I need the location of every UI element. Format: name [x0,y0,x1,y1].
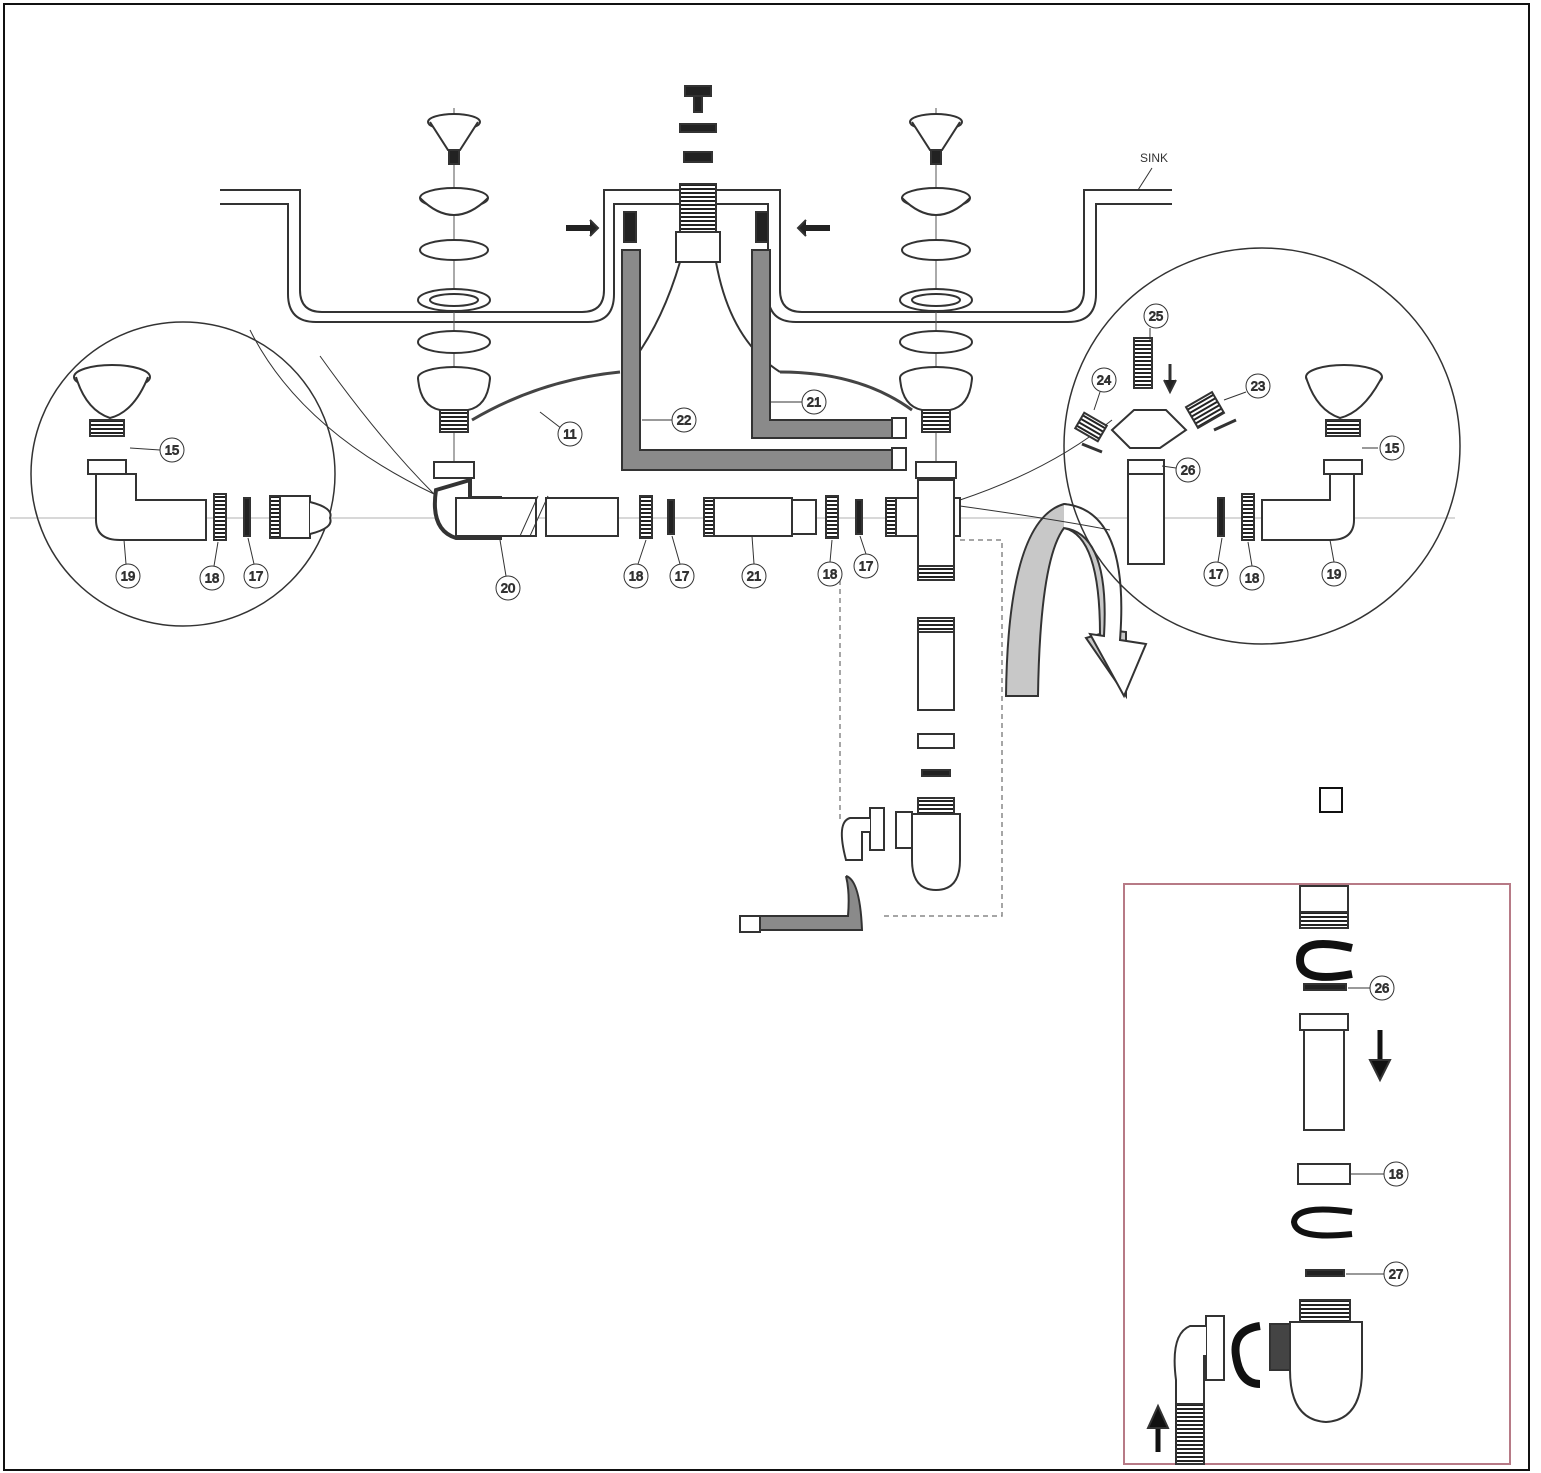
callout-inset-right-25: 25 [1149,309,1163,324]
callout-18-b: 18 [823,567,837,582]
sink-label: SINK [1140,151,1168,165]
overflow-thin-hose [471,370,621,422]
horizontal-drain [433,477,961,540]
callout-inset-right-23: 23 [1251,379,1265,394]
callout-inset-left-15: 15 [165,443,179,458]
overflow-head [566,85,830,373]
right-strainer-stack [899,108,973,479]
callout-inset-right-15: 15 [1385,441,1399,456]
callout-11: 11 [563,427,577,442]
diagram-border [3,3,1530,1471]
callout-inset-right-24: 24 [1097,373,1111,388]
callout-inset-left-18: 18 [205,571,219,586]
callout-20: 20 [501,581,515,596]
callout-box-26: 26 [1375,981,1389,996]
callout-labels: 11 22 21 20 18 17 21 [115,303,1409,1287]
callout-22: 22 [677,413,691,428]
overflow-hoses [621,249,907,471]
bottom-right-detail-box [1123,883,1511,1465]
sink-label-leader [1137,167,1153,191]
vertical-trap [739,479,961,933]
overflow-thin-hose-right [779,370,913,412]
left-inset-detail [30,321,435,627]
callout-box-18: 18 [1389,1167,1403,1182]
callout-inset-left-19: 19 [121,569,135,584]
callout-inset-right-26: 26 [1181,463,1195,478]
small-square-marker [1319,787,1343,813]
callout-inset-right-17: 17 [1209,567,1223,582]
callout-17-a: 17 [675,569,689,584]
right-inset-detail [959,247,1461,645]
left-strainer-stack [417,108,491,479]
callout-inset-right-19: 19 [1327,567,1341,582]
callout-17-b: 17 [859,559,873,574]
trap-dashed-outline [839,539,1003,917]
callout-inset-right-18: 18 [1245,571,1259,586]
callout-inset-left-17: 17 [249,569,263,584]
callout-18-a: 18 [629,569,643,584]
callout-box-27: 27 [1389,1267,1403,1282]
callout-21-hose: 21 [807,395,821,410]
callout-21-pipe: 21 [747,569,761,584]
rotate-arrow-icon [1004,502,1148,700]
